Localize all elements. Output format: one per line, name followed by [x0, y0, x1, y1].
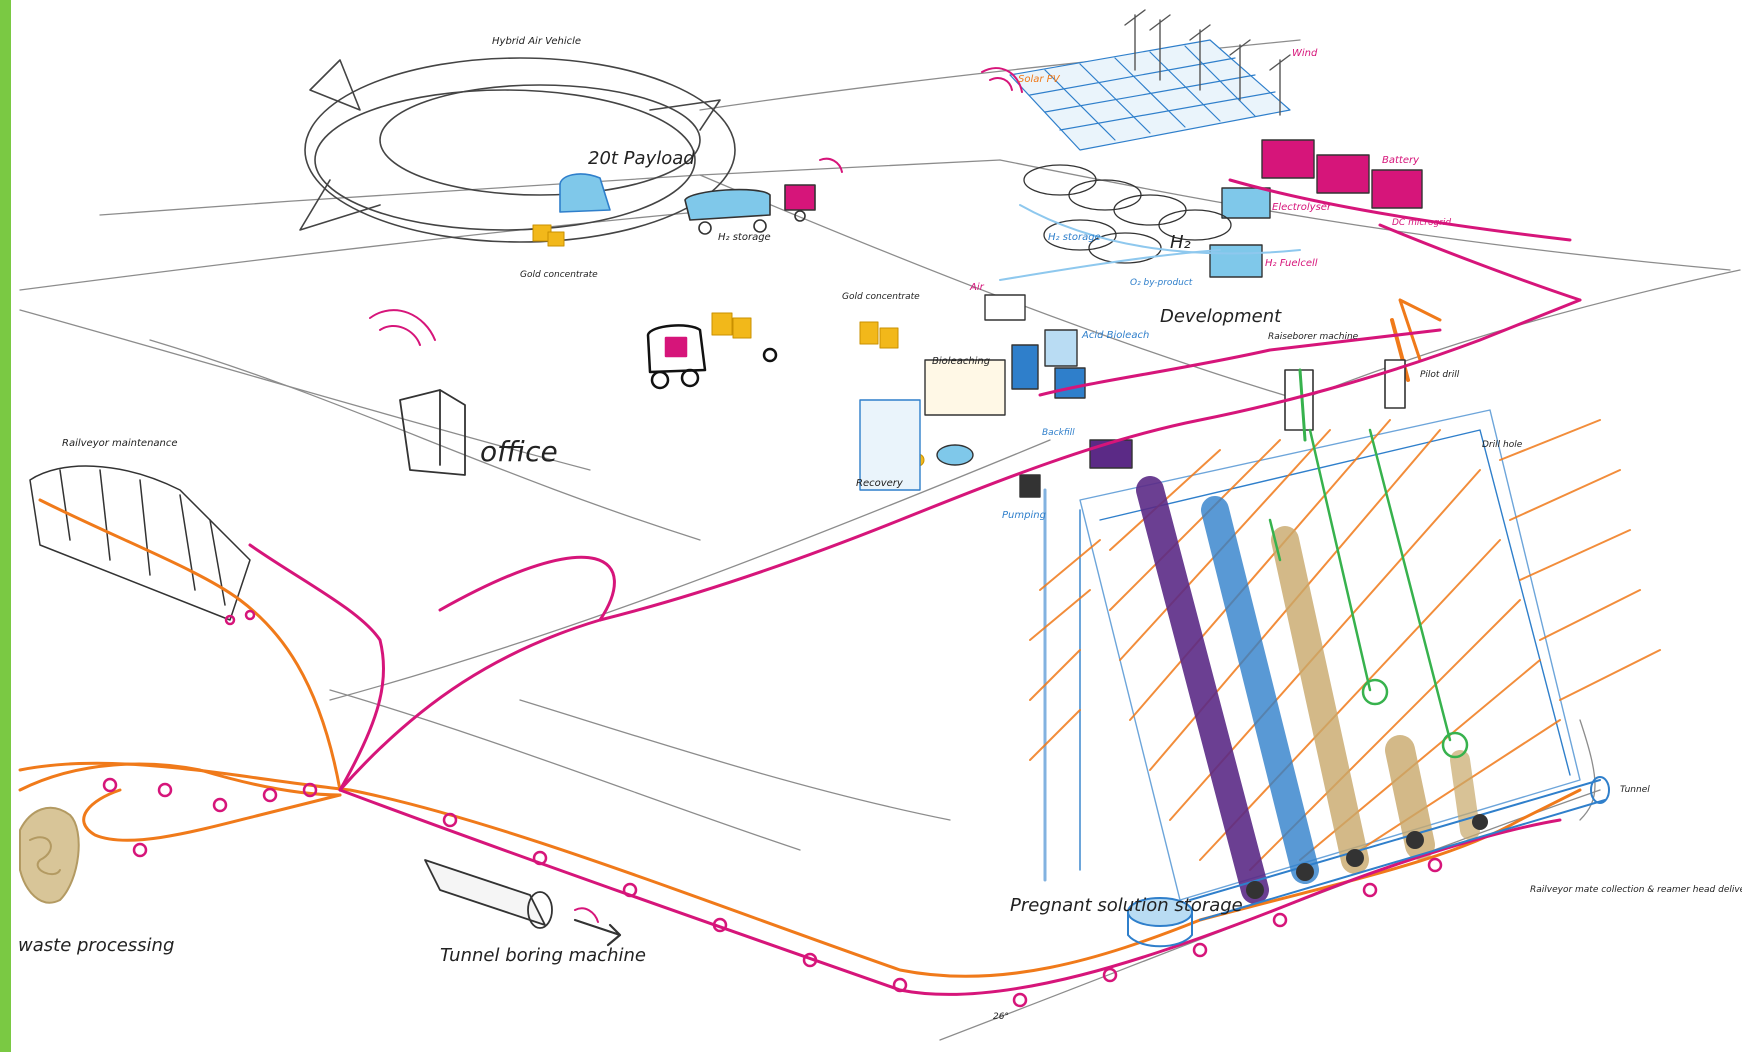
air-label: Air: [970, 282, 984, 293]
h2-label: H₂: [1170, 232, 1191, 253]
development-label: Development: [1160, 306, 1281, 327]
processing-plant: [860, 295, 1132, 497]
wind-label: Wind: [1292, 48, 1317, 59]
h2-storage-truck-label: H₂ storage: [718, 232, 771, 243]
h2-storage-tanks: [1024, 165, 1231, 263]
pumping-label: Pumping: [1002, 510, 1046, 521]
raiseborer-label: Raiseborer machine: [1268, 332, 1358, 342]
solar-pv-array: [1010, 40, 1290, 150]
acid-bioleach-label: Acid Bioleach: [1082, 330, 1149, 341]
pregnant-solution-label: Pregnant solution storage: [1010, 895, 1243, 916]
backfill-label: Backfill: [1042, 428, 1075, 438]
office-label: office: [480, 435, 558, 468]
bioleaching-label: Bioleaching: [932, 356, 990, 367]
o2-byproduct-label: O₂ by-product: [1130, 278, 1192, 288]
h2-storage-label: H₂ storage: [1048, 232, 1101, 243]
rail-maintenance-label: Railveyor maintenance: [62, 438, 178, 449]
h2-fuelcell-label: H₂ Fuelcell: [1265, 258, 1318, 269]
recovery-label: Recovery: [856, 478, 903, 489]
pilot-drill-label: Pilot drill: [1420, 370, 1459, 380]
dc-microgrid-label: DC microgrid: [1392, 218, 1451, 228]
battery-label: Battery: [1382, 155, 1419, 166]
waste-pile: [20, 808, 79, 903]
angle-label: 26°: [993, 1012, 1009, 1022]
electrolyser-label: Electrolyser: [1272, 202, 1331, 213]
h2-storage-truck: [685, 185, 815, 234]
drill-hole-label: Drill hole: [1482, 440, 1522, 450]
payload-label: 20t Payload: [588, 148, 695, 169]
gold-concentrate-label-2: Gold concentrate: [842, 292, 920, 302]
tbm-label: Tunnel boring machine: [440, 945, 646, 966]
rail-maintenance-shed: [30, 466, 250, 620]
rail-line: [20, 300, 1580, 976]
railveyor-note-label: Railveyor mate collection & reamer head …: [1530, 885, 1742, 895]
tunnel-label: Tunnel: [1620, 785, 1650, 795]
waste-processing-label: waste processing: [18, 935, 174, 956]
ground-plane-lines: [20, 40, 1740, 1040]
solar-pv-label: Solar PV: [1018, 74, 1060, 85]
raise-columns: [1150, 490, 1470, 890]
gold-concentrate-label-1: Gold concentrate: [520, 270, 598, 280]
hybrid-air-vehicle-label: Hybrid Air Vehicle: [492, 36, 581, 47]
tunnel-boring-machine: [425, 860, 620, 945]
